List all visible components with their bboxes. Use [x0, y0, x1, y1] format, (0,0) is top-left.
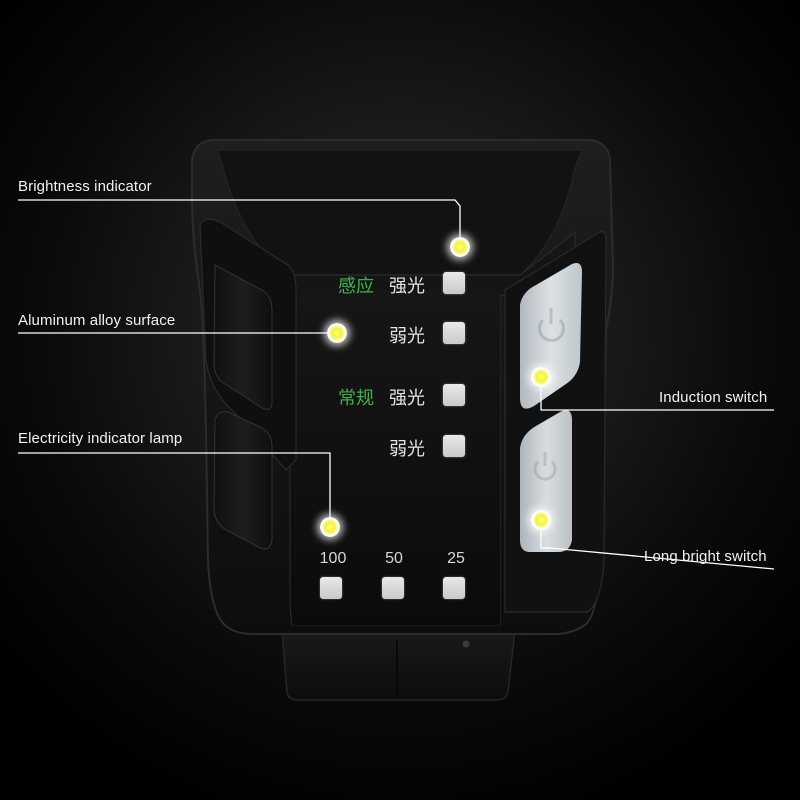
- induction-strong-label: 强光: [389, 276, 425, 297]
- electricity-lamp-marker: [320, 517, 340, 537]
- callout-lines: [18, 199, 775, 570]
- led-battery-100: [320, 577, 342, 599]
- battery-level-25: 25: [447, 550, 465, 567]
- power-icon: [538, 308, 565, 342]
- led-regular-weak: [443, 435, 465, 457]
- regular-weak-label: 弱光: [389, 439, 425, 460]
- long-bright-switch-line: [540, 520, 775, 570]
- regular-mode-label: 常规: [338, 388, 374, 409]
- long-bright-switch-label: Long bright switch: [644, 548, 767, 565]
- induction-switch-label: Induction switch: [659, 389, 768, 406]
- long-bright-switch-marker: [531, 510, 551, 530]
- led-battery-50: [382, 577, 404, 599]
- power-icon: [533, 452, 557, 481]
- induction-switch-line: [540, 378, 774, 411]
- aluminum-surface-marker: [327, 323, 347, 343]
- battery-level-100: 100: [319, 550, 347, 567]
- regular-strong-label: 强光: [389, 388, 425, 409]
- led-regular-strong: [443, 384, 465, 406]
- brightness-indicator-label: Brightness indicator: [18, 178, 152, 195]
- brightness-indicator-marker: [450, 237, 470, 257]
- battery-level-50: 50: [385, 550, 403, 567]
- led-induction-strong: [443, 272, 465, 294]
- induction-mode-label: 感应: [338, 276, 374, 297]
- induction-switch-marker: [531, 367, 551, 387]
- brightness-indicator-line: [18, 199, 461, 246]
- led-induction-weak: [443, 322, 465, 344]
- clip-tab: [281, 629, 516, 701]
- aluminum-surface-label: Aluminum alloy surface: [18, 312, 176, 329]
- led-battery-25: [443, 577, 465, 599]
- electricity-lamp-line: [18, 452, 331, 527]
- electricity-lamp-label: Electricity indicator lamp: [18, 430, 183, 447]
- induction-weak-label: 弱光: [389, 326, 425, 347]
